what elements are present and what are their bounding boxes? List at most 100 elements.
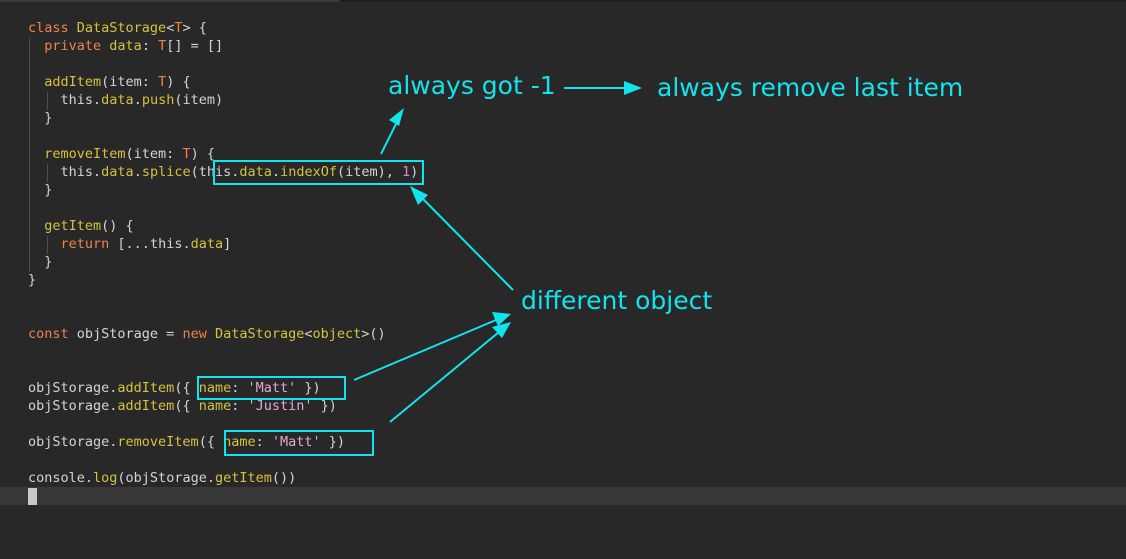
- code-line[interactable]: this.data.splice(this.data.indexOf(item)…: [0, 163, 1126, 181]
- code-token: (item:: [101, 74, 159, 90]
- code-token: .: [93, 164, 102, 180]
- code-token: ): [410, 164, 419, 180]
- code-token: ({: [174, 398, 199, 414]
- code-token: removeItem: [44, 146, 126, 162]
- code-token: 'Justin': [247, 398, 313, 414]
- code-token: }): [320, 434, 346, 450]
- code-token: [28, 164, 61, 180]
- code-line[interactable]: removeItem(item: T) {: [0, 145, 1126, 163]
- code-token: return: [60, 236, 118, 252]
- code-token: [28, 146, 44, 162]
- annotation-always-got: always got -1: [388, 71, 556, 100]
- code-token: (item:: [125, 146, 183, 162]
- code-line[interactable]: getItem() {: [0, 217, 1126, 235]
- code-token: name: [198, 380, 232, 396]
- code-line[interactable]: [0, 343, 1126, 361]
- code-line[interactable]: }: [0, 271, 1126, 289]
- code-token: (item),: [336, 164, 402, 180]
- code-line[interactable]: const objStorage = new DataStorage<objec…: [0, 325, 1126, 343]
- code-token: (objStorage.: [117, 470, 215, 486]
- code-token: splice: [141, 164, 191, 180]
- code-token: log: [93, 470, 118, 486]
- tab-strip: [0, 0, 1126, 2]
- code-line[interactable]: }: [0, 253, 1126, 271]
- code-token: ()): [271, 470, 297, 486]
- code-token: :: [255, 434, 272, 450]
- code-line[interactable]: objStorage.addItem({ name: 'Matt' }): [0, 379, 1126, 397]
- code-line[interactable]: [0, 127, 1126, 145]
- code-token: push: [141, 92, 175, 108]
- code-token: :: [231, 398, 248, 414]
- code-line[interactable]: return [...this.data]: [0, 235, 1126, 253]
- code-token: :: [141, 38, 159, 54]
- code-token: getItem: [214, 470, 272, 486]
- code-token: }): [312, 398, 337, 414]
- code-token: addItem: [117, 380, 175, 396]
- code-token: [28, 38, 44, 54]
- current-line-highlight: [0, 487, 1126, 505]
- code-token: getItem: [44, 218, 102, 234]
- indent-guide: [29, 38, 30, 272]
- code-token: 'Matt': [247, 380, 297, 396]
- code-token: data: [190, 236, 224, 252]
- code-line[interactable]: [0, 55, 1126, 73]
- code-line[interactable]: [0, 415, 1126, 433]
- code-token: T: [182, 146, 191, 162]
- code-token: object: [312, 326, 362, 342]
- code-token: console.: [28, 470, 94, 486]
- code-token: <: [304, 326, 313, 342]
- code-token: }: [28, 254, 53, 270]
- code-token: }): [296, 380, 321, 396]
- code-token: (item): [174, 92, 224, 108]
- code-line[interactable]: addItem(item: T) {: [0, 73, 1126, 91]
- code-line[interactable]: objStorage.addItem({ name: 'Justin' }): [0, 397, 1126, 415]
- code-token: data: [239, 164, 272, 180]
- tab-active[interactable]: [0, 0, 340, 2]
- code-token: }: [28, 110, 53, 126]
- code-token: data: [101, 164, 134, 180]
- code-token: this: [198, 164, 232, 180]
- code-token: objStorage.: [28, 398, 118, 414]
- code-token: }: [28, 272, 37, 288]
- code-token: }: [28, 182, 53, 198]
- code-token: this: [60, 164, 94, 180]
- code-token: class: [28, 20, 77, 36]
- code-line[interactable]: class DataStorage<T> {: [0, 19, 1126, 37]
- code-token: new: [182, 326, 215, 342]
- indent-guide: [47, 92, 48, 110]
- annotation-different-object: different object: [521, 286, 713, 315]
- code-line[interactable]: }: [0, 181, 1126, 199]
- code-token: name: [198, 398, 232, 414]
- code-token: [28, 74, 44, 90]
- code-line[interactable]: this.data.push(item): [0, 91, 1126, 109]
- code-line[interactable]: private data: T[] = []: [0, 37, 1126, 55]
- code-token: objStorage.: [28, 380, 118, 396]
- code-token: ({: [174, 380, 199, 396]
- code-token: >(): [361, 326, 386, 342]
- code-token: :: [231, 380, 248, 396]
- code-line[interactable]: }: [0, 109, 1126, 127]
- indent-guide: [47, 236, 48, 254]
- code-token: ]: [223, 236, 232, 252]
- code-token: .: [133, 164, 142, 180]
- code-line[interactable]: [0, 361, 1126, 379]
- code-token: T: [174, 20, 183, 36]
- code-token: addItem: [117, 398, 175, 414]
- code-line[interactable]: [0, 199, 1126, 217]
- code-token: indexOf: [280, 164, 337, 180]
- code-token: 'Matt': [271, 434, 321, 450]
- code-token: 1: [402, 164, 411, 180]
- code-token: .: [133, 92, 142, 108]
- indent-guide: [47, 164, 48, 182]
- code-line[interactable]: [0, 451, 1126, 469]
- code-token: T: [158, 74, 167, 90]
- code-line[interactable]: objStorage.removeItem({ name: 'Matt' }): [0, 433, 1126, 451]
- code-token: [] = []: [166, 38, 224, 54]
- code-token: DataStorage: [76, 20, 167, 36]
- annotation-always-remove: always remove last item: [657, 73, 964, 102]
- code-token: removeItem: [117, 434, 199, 450]
- code-line[interactable]: console.log(objStorage.getItem()): [0, 469, 1126, 487]
- code-token: data: [109, 38, 142, 54]
- code-token: name: [223, 434, 256, 450]
